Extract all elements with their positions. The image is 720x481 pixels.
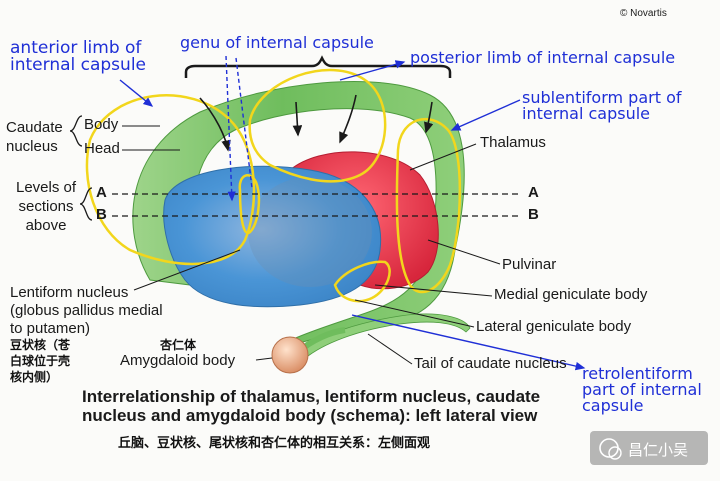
anterior-limb-annotation: anterior limb of internal capsule [10,40,146,74]
levels-label: Levels of sections above [16,178,76,235]
lentiform-line2: (globus pallidus medial [10,302,163,319]
levels-line2: sections [18,198,74,215]
pulvinar-label: Pulvinar [502,256,557,273]
lentiform-line1: Lentiform nucleus [10,284,129,301]
caudate-line1: Caudate [6,119,63,136]
tail-caudate-label: Tail of caudate nucleus [414,355,567,372]
posterior-limb-annotation: posterior limb of internal capsule [410,48,676,67]
level-lines [112,193,522,217]
lateral-geniculate-label: Lateral geniculate body [476,318,632,335]
head-label: Head [84,140,120,157]
annotation-arrows [119,55,586,371]
lentiform-chinese-label: 豆状核（苍 白球位于壳 核内侧） [10,337,70,385]
levels-line1: Levels of [16,179,77,196]
retrolentiform-line1: retrolentiform [582,364,693,383]
sublentiform-line2: internal capsule [522,104,650,123]
lentiform-label: Lentiform nucleus (globus pallidus media… [10,284,163,338]
caption-line2: nucleus and amygdaloid body (schema): le… [82,406,538,426]
level-a-left: A [96,184,107,201]
retrolentiform-line2: part of internal [582,380,702,399]
lentiform-cn-line3: 核内侧） [10,370,59,384]
lentiform-cn-line2: 白球位于壳 [10,354,71,368]
anterior-limb-line2: internal capsule [10,55,146,75]
genu-annotation: genu of internal capsule [180,33,374,52]
caudate-nucleus-label: Caudate nucleus [6,118,63,156]
watermark-badge [590,431,708,465]
level-b-left: B [96,206,107,223]
amygdaloid-chinese-label: 杏仁体 [160,338,197,352]
copyright-notice: © Novartis [620,8,667,19]
top-bracket [184,55,452,78]
leader-lines [122,125,501,365]
thalamus-label: Thalamus [480,134,546,151]
internal-capsule-outlines [85,68,462,303]
amygdaloid-label: Amygdaloid body [120,352,236,369]
levels-line3: above [25,217,67,234]
caption-chinese: 丘脑、豆状核、尾状核和杏仁体的相互关系：左侧面观 [118,436,431,451]
caption-line1: Interrelationship of thalamus, lentiform… [82,387,541,406]
retrolentiform-line3: capsule [582,396,644,415]
retrolentiform-annotation: retrolentiform part of internal capsule [582,366,702,414]
sublentiform-annotation: sublentiform part of internal capsule [522,90,682,122]
sublentiform-line1: sublentiform part of [522,88,682,107]
medial-geniculate-label: Medial geniculate body [494,286,648,303]
figure-caption: Interrelationship of thalamus, lentiform… [82,387,540,425]
caudate-line2: nucleus [6,138,58,155]
amygdaloid-body-shape [271,336,309,374]
level-b-right: B [528,206,539,223]
body-label: Body [84,116,119,133]
watermark-text: 昌仁小吴 [628,441,689,459]
lentiform-line3: to putamen) [10,320,91,337]
capsule-arrows [199,94,434,152]
lentiform-cn-line1: 豆状核（苍 [10,338,71,352]
level-a-right: A [528,184,539,201]
anterior-limb-line1: anterior limb of [10,38,142,58]
